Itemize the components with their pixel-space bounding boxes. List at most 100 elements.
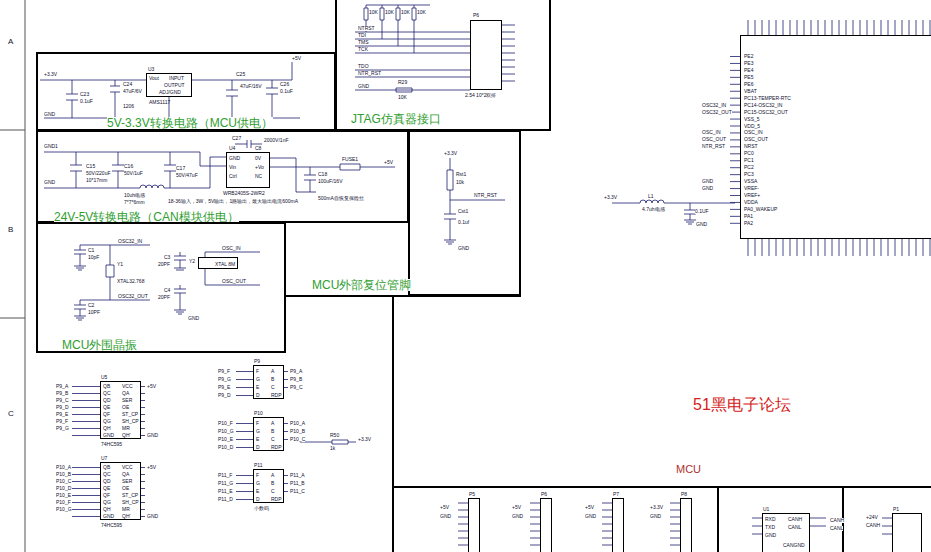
pin-label: ST_CP bbox=[122, 493, 138, 498]
net-label: 2000V/1nF bbox=[264, 138, 288, 143]
net-label: P9_E bbox=[218, 385, 230, 390]
pin-label: QE bbox=[103, 486, 110, 491]
pin-label: C bbox=[271, 437, 275, 442]
net-label: +3.3V bbox=[44, 72, 57, 77]
pin-label: QB bbox=[103, 465, 110, 470]
pin-label: SH_CP bbox=[122, 419, 139, 424]
net-label: C18 bbox=[318, 172, 327, 177]
pin-label: PC0 bbox=[744, 151, 754, 156]
pin-header: P7 bbox=[612, 498, 624, 552]
net-label: P9_E bbox=[56, 412, 68, 417]
net-label: P10_F bbox=[218, 421, 233, 426]
net-label: 0.1uF bbox=[80, 99, 93, 104]
pin-label: RDP bbox=[271, 445, 282, 450]
pin-label: SER bbox=[122, 479, 132, 484]
net-label: OSC32_OUT bbox=[118, 294, 148, 299]
net-label: 1k bbox=[330, 446, 335, 451]
net-label: 47uF/6V bbox=[123, 89, 142, 94]
pin-label: PE6 bbox=[744, 82, 753, 87]
net-label: GND bbox=[702, 179, 713, 184]
pin-label: U7 bbox=[101, 456, 107, 461]
net-label: 10uh电感 bbox=[124, 193, 145, 198]
pin-label: D bbox=[256, 497, 260, 502]
resistor-symbol bbox=[364, 8, 416, 92]
net-label: 10K bbox=[369, 10, 378, 15]
pin-label: VSSA bbox=[744, 179, 757, 184]
net-label: P9_B bbox=[290, 377, 302, 382]
net-label: C16 bbox=[124, 164, 133, 169]
net-label: C26 bbox=[280, 82, 289, 87]
pin-label: RXD bbox=[765, 517, 776, 522]
net-label: P9_D bbox=[56, 405, 69, 410]
net-label: 50V/220uF bbox=[86, 171, 110, 176]
net-label: 7*7*6mm bbox=[124, 200, 145, 205]
inductor-symbol bbox=[140, 185, 164, 188]
net-label: +24V bbox=[866, 515, 878, 520]
net-label: 50V/1uF bbox=[124, 171, 143, 176]
pin-label: F bbox=[256, 421, 259, 426]
net-label: P9_D bbox=[218, 393, 231, 398]
pin-label: P8 bbox=[681, 492, 687, 497]
net-label: Rst1 bbox=[456, 172, 466, 177]
pin-label: XTAL 8M bbox=[215, 262, 235, 267]
pin-header: P6 bbox=[540, 498, 552, 552]
net-label: CANL bbox=[830, 526, 843, 531]
pin-label: U5 bbox=[101, 375, 107, 380]
section-title: MCU外部复位管脚 bbox=[312, 279, 411, 291]
pin-label: G bbox=[256, 377, 260, 382]
net-label: TDO bbox=[358, 64, 369, 69]
net-label: +3.3V bbox=[358, 437, 371, 442]
net-label: C4 bbox=[164, 288, 170, 293]
net-label: C27 bbox=[232, 136, 241, 141]
seven-segment-display: P10FGEDABCRDP bbox=[253, 417, 284, 451]
pin-label: QH' bbox=[122, 514, 130, 519]
net-label: NTR_RST bbox=[358, 71, 381, 76]
mcu-chip: PE2PE3PE4PE5PE6VBATPC13-TEMPER-RTCPC14-O… bbox=[740, 35, 931, 239]
net-label: C1 bbox=[88, 248, 94, 253]
net-label: FUSE1 bbox=[342, 157, 358, 162]
net-label: P10_G bbox=[218, 429, 234, 434]
net-label: C25 bbox=[236, 72, 245, 77]
net-label: Cst1 bbox=[458, 209, 468, 214]
net-label: NTR_RST bbox=[474, 193, 497, 198]
net-label: OSC_IN bbox=[222, 246, 241, 251]
pin-label: PC3 bbox=[744, 172, 754, 177]
net-label: P9_A bbox=[56, 384, 68, 389]
net-label: GND bbox=[696, 222, 707, 227]
circuit-section: 24V-5V转换电路（CAN模块供电）U4C8GNDVinCtrl0V+VoNC… bbox=[36, 130, 409, 223]
net-label: TCK bbox=[358, 47, 368, 52]
net-label: CANH bbox=[866, 523, 880, 528]
pin-label: 74HC595 bbox=[101, 523, 122, 528]
net-label: 10*17mm bbox=[86, 178, 107, 183]
net-label: P10_F bbox=[56, 500, 71, 505]
region-border bbox=[285, 296, 931, 552]
pin-label: CANL bbox=[788, 525, 801, 530]
pin-label: TXD bbox=[765, 525, 775, 530]
pin-label: PA2 bbox=[744, 221, 753, 226]
net-label: GND1 bbox=[44, 144, 58, 149]
net-label: 10K bbox=[417, 10, 426, 15]
net-label: R50 bbox=[330, 433, 339, 438]
pin-label: PC14-OSC32_IN bbox=[744, 103, 782, 108]
net-label: XTAL32.768 bbox=[117, 279, 144, 284]
net-label: +3.3V bbox=[650, 505, 663, 510]
net-label: 18-36输入，3W，5V输出，1路输出，最大输出电流600mA bbox=[168, 199, 298, 204]
shift-register-chip: U7QBQCQDQEQFQGQHGNDVCCQASEROEST_CPSH_CPM… bbox=[100, 462, 141, 520]
net-label: GND bbox=[44, 112, 55, 117]
pin-label: VREF- bbox=[744, 186, 759, 191]
pin-label: QA bbox=[122, 391, 129, 396]
net-label: P9_F bbox=[218, 369, 230, 374]
pin-label: C bbox=[271, 385, 275, 390]
pin-label: QG bbox=[103, 419, 111, 424]
pin-label: P9 bbox=[254, 359, 260, 364]
net-label: 1206 bbox=[123, 104, 134, 109]
pin-label: P6 bbox=[541, 492, 547, 497]
inductor-symbol bbox=[640, 200, 664, 203]
pin-label: 2.54 10*2双排 bbox=[465, 93, 496, 98]
pin-label: F bbox=[256, 473, 259, 478]
net-label: +3.3V bbox=[444, 151, 457, 156]
pin-label: RDP bbox=[271, 393, 282, 398]
pin-label: +Vo bbox=[255, 165, 264, 170]
net-label: P11_F bbox=[218, 473, 232, 478]
pin-label: QD bbox=[103, 398, 111, 403]
